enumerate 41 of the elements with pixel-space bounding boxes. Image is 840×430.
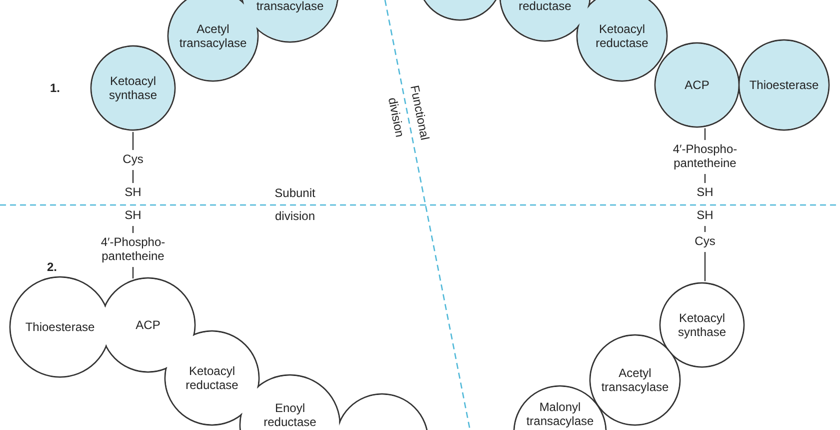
connector-line [132, 132, 134, 150]
domain-label: ACP [134, 318, 162, 332]
connector-line [704, 226, 706, 232]
connector-line [704, 174, 706, 183]
panel-number: 1. [48, 81, 61, 95]
chain-label: Cys [694, 234, 716, 248]
connector-line [704, 128, 706, 140]
domain-label: Thioesterase [24, 320, 96, 334]
chain-label: SH [696, 185, 714, 199]
domain-label: Acetyl transacylase [178, 22, 248, 50]
divider-label: Functional division [384, 83, 434, 144]
chain-label: SH [124, 185, 142, 199]
chain-label: SH [696, 208, 714, 222]
chain-label: Cys [122, 152, 144, 166]
panel-number: 2. [46, 260, 58, 274]
connector-line [704, 252, 706, 282]
domain-label: Ketoacyl reductase [184, 364, 240, 392]
connector-line [132, 267, 134, 278]
domain-label: Ketoacyl synthase [108, 74, 158, 102]
connector-line [132, 226, 134, 233]
enzyme-domain-circle [91, 46, 175, 130]
enzyme-domain-circle [660, 283, 744, 367]
domain-label: ACP [684, 78, 710, 92]
enzyme-domain-circle [168, 0, 258, 81]
enzyme-domain-circle [165, 331, 259, 425]
connector-line [132, 170, 134, 183]
domain-label: Ketoacyl synthase [676, 311, 728, 339]
chain-label: SH [124, 208, 142, 222]
chain-label: 4′-Phospho-pantetheine [672, 142, 738, 170]
domain-label: transacylase [255, 0, 325, 13]
domain-label: Thioesterase [748, 78, 820, 92]
divider-label: Subunit division [274, 185, 316, 225]
domain-label: Malonyl transacylase [525, 400, 595, 428]
domain-label: reductase [518, 0, 572, 13]
domain-label: Acetyl transacylase [600, 366, 670, 394]
enzyme-domain-circle [739, 40, 829, 130]
enzyme-domain-circle [10, 277, 110, 377]
domain-label: Enoyl reductase [262, 401, 318, 429]
domain-label: Ketoacyl reductase [594, 22, 650, 50]
enzyme-domain-circle [655, 43, 739, 127]
chain-label: 4′-Phospho-pantetheine [100, 235, 166, 263]
